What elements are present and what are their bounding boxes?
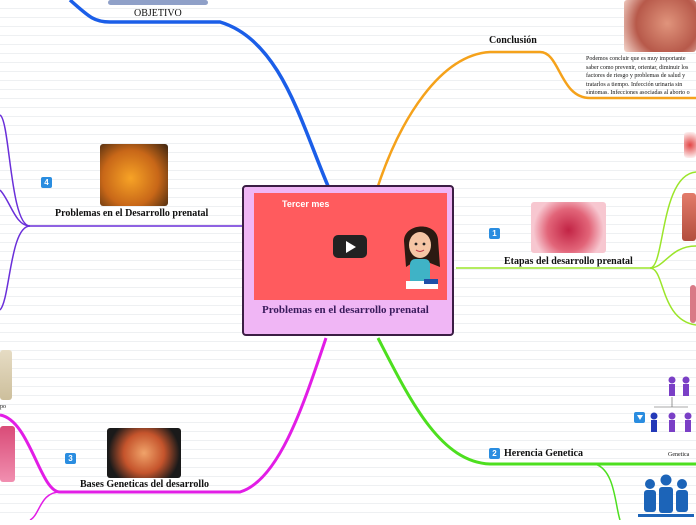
conclusion-image [624, 0, 696, 52]
family-icon [636, 474, 696, 520]
branch-etapas [456, 171, 696, 269]
video-embed[interactable]: Tercer mes [254, 193, 447, 300]
etapas-right-image-3 [690, 285, 696, 323]
genetics-label: Genetica [668, 452, 690, 458]
bases-left-image [0, 426, 15, 482]
topic-bases[interactable]: Bases Geneticas del desarrollo [80, 479, 209, 490]
left-fragment-label: po [0, 404, 6, 410]
etapas-right-image-1 [684, 132, 696, 158]
branch-etapas-sub [649, 267, 696, 326]
branch-herencia [376, 337, 696, 466]
topic-etapas[interactable]: Etapas del desarrollo prenatal [504, 256, 633, 267]
badge-bases: 3 [65, 453, 76, 464]
bases-image [107, 428, 181, 478]
central-topic[interactable]: Tercer mes Problemas en el desarrollo pr… [242, 185, 454, 336]
objetivo-image [108, 0, 208, 5]
cartoon-girl-icon [400, 219, 442, 299]
genetics-download-icon[interactable] [634, 412, 645, 423]
play-button-icon[interactable] [333, 235, 367, 258]
badge-etapas: 1 [489, 228, 500, 239]
topic-problemas-desarrollo[interactable]: Problemas en el Desarrollo prenatal [55, 208, 209, 219]
badge-problemas: 4 [41, 177, 52, 188]
topic-conclusion[interactable]: Conclusión [489, 35, 537, 46]
genetics-diagram [648, 375, 696, 445]
branch-herencia-sub [594, 463, 621, 520]
problemas-image [100, 144, 168, 206]
branch-objetivo [68, 0, 330, 187]
branch-bases-sub [29, 491, 61, 520]
video-title: Tercer mes [282, 199, 330, 209]
badge-herencia: 2 [489, 448, 500, 459]
branch-problemas-sub2 [0, 189, 31, 227]
branch-conclusion [376, 50, 696, 187]
branch-bases [0, 337, 328, 494]
branch-problemas [0, 114, 242, 227]
topic-objetivo[interactable]: OBJETIVO [134, 8, 182, 19]
branch-problemas-sub [0, 225, 31, 311]
etapas-image [531, 202, 606, 253]
topic-herencia[interactable]: Herencia Genetica [504, 448, 583, 459]
problemas-left-image [0, 350, 12, 400]
etapas-right-image-2 [682, 193, 696, 241]
conclusion-text: Podemos concluir que es muy importante s… [586, 56, 690, 95]
branch-etapas-sub2 [649, 245, 696, 269]
central-title: Problemas en el desarrollo prenatal [262, 304, 429, 316]
